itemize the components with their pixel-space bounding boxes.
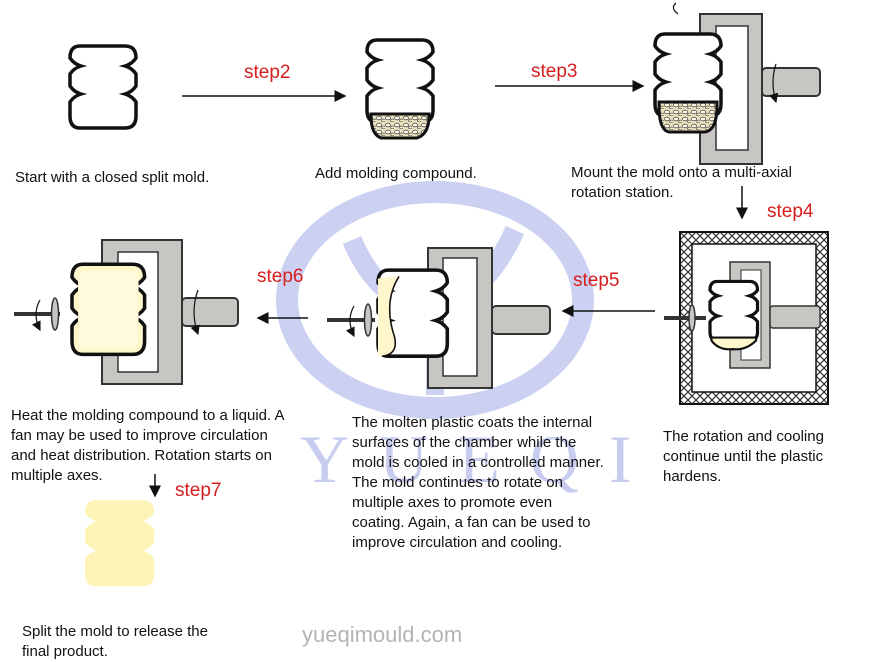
- step7-label: step7: [175, 480, 222, 501]
- watermark-url: yueqimould.com: [302, 622, 463, 647]
- step7-caption: Split the mold to release the final prod…: [22, 623, 208, 660]
- chamber-step4: [664, 231, 829, 405]
- step6-caption: Heat the molding compound to a liquid. A…: [11, 407, 285, 484]
- step2-label: step2: [244, 62, 291, 83]
- mold-step2: [365, 38, 435, 140]
- station-step3: [653, 2, 821, 165]
- step4-caption: The rotation and cooling continue until …: [663, 428, 824, 485]
- step4-label: step4: [767, 201, 814, 222]
- station-step6: [14, 239, 239, 385]
- step1-caption: Start with a closed split mold.: [15, 169, 210, 186]
- step3-label: step3: [531, 61, 578, 82]
- step6-label: step6: [257, 266, 304, 287]
- step2-caption: Add molding compound.: [315, 165, 477, 182]
- watermark-letters: YUEQI: [300, 421, 662, 497]
- step5-caption: The molten plastic coats the internal su…: [352, 414, 604, 551]
- station-step5: [327, 247, 551, 389]
- final-product: [85, 500, 155, 587]
- step5-label: step5: [573, 270, 620, 291]
- step3-caption: Mount the mold onto a multi-axial rotati…: [571, 164, 792, 201]
- mold-step1: [68, 44, 138, 130]
